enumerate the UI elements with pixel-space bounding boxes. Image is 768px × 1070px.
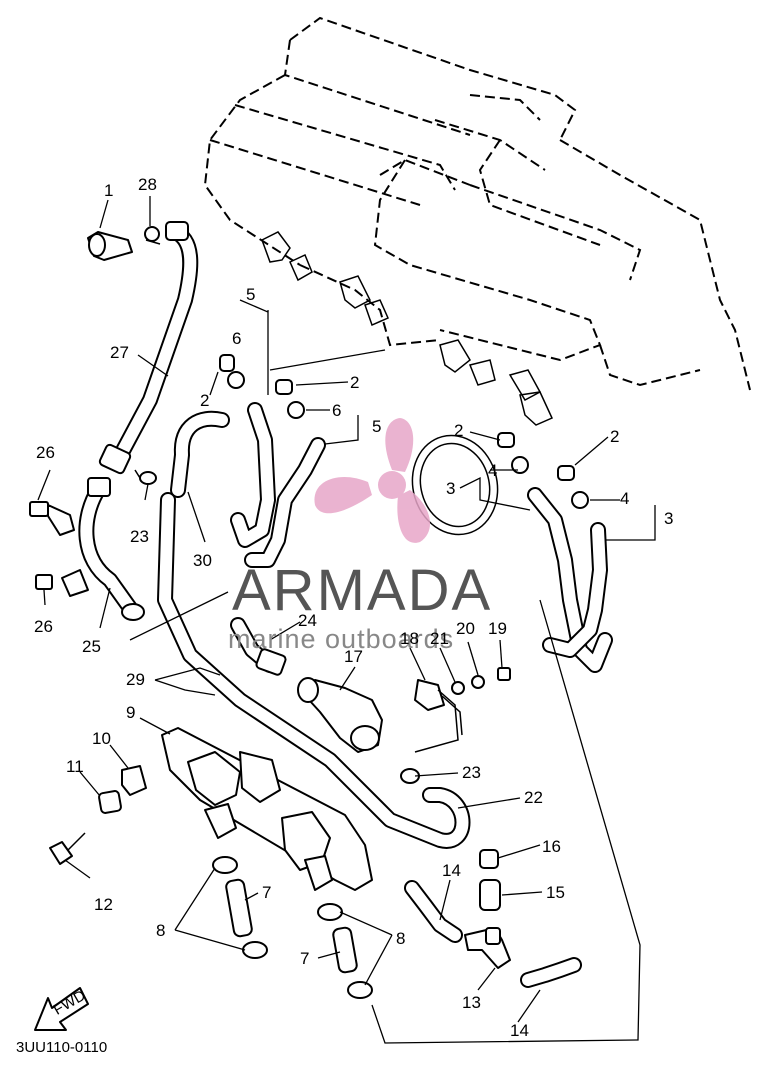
clamp-8-b[interactable] xyxy=(242,941,268,959)
callout-28: 28 xyxy=(138,175,157,194)
bolt-12[interactable] xyxy=(49,832,86,865)
callout-13: 13 xyxy=(462,993,481,1012)
bolt-26-lower[interactable] xyxy=(35,569,89,597)
callout-16: 16 xyxy=(542,837,561,856)
clamp-4-a[interactable] xyxy=(511,456,529,474)
cap-16[interactable] xyxy=(479,849,499,869)
bolt-19[interactable] xyxy=(497,667,511,681)
callout-24: 24 xyxy=(298,611,317,630)
damper-11[interactable] xyxy=(98,790,122,814)
hose-22[interactable] xyxy=(157,492,471,849)
callout-18: 18 xyxy=(400,629,419,648)
callout-29: 29 xyxy=(126,670,145,689)
cap-2-a[interactable] xyxy=(219,354,235,372)
callout-11: 11 xyxy=(66,757,84,776)
air-valve-17[interactable] xyxy=(297,677,383,753)
hose-24[interactable] xyxy=(230,617,287,676)
callout-23b: 23 xyxy=(462,763,481,782)
callout-2b: 2 xyxy=(350,373,359,392)
clip-28[interactable] xyxy=(144,226,161,245)
leader-lines xyxy=(37,196,656,1044)
callout-2d: 2 xyxy=(610,427,619,446)
hose-14-lower[interactable] xyxy=(520,957,582,988)
callout-26b: 26 xyxy=(34,617,53,636)
callout-4a: 4 xyxy=(488,461,497,480)
callout-22: 22 xyxy=(524,788,543,807)
cap-2-c[interactable] xyxy=(497,432,515,448)
callout-25: 25 xyxy=(82,637,101,656)
diagram-code: 3UU110-0110 xyxy=(16,1039,107,1056)
watermark-tagline: marine outboards xyxy=(228,624,454,654)
tee-13[interactable] xyxy=(464,927,511,969)
callout-21: 21 xyxy=(430,629,449,648)
cap-2-b[interactable] xyxy=(275,379,293,395)
pipe-7-lower[interactable] xyxy=(332,926,358,974)
callout-3b: 3 xyxy=(664,509,673,528)
callout-1: 1 xyxy=(104,181,113,200)
clamp-6-b[interactable] xyxy=(287,401,305,419)
clamp-8-d[interactable] xyxy=(347,981,373,999)
callout-6a: 6 xyxy=(232,329,241,348)
callout-17: 17 xyxy=(344,647,363,666)
callout-30: 30 xyxy=(193,551,212,570)
callout-8a: 8 xyxy=(156,921,165,940)
callout-9: 9 xyxy=(126,703,135,722)
washer-20[interactable] xyxy=(471,675,485,689)
callout-19: 19 xyxy=(488,619,507,638)
callout-14a: 14 xyxy=(442,861,461,880)
callout-7b: 7 xyxy=(300,949,309,968)
callout-12: 12 xyxy=(94,895,113,914)
pipe-7-upper[interactable] xyxy=(225,878,253,938)
bracket-18[interactable] xyxy=(414,679,463,753)
callout-5b: 5 xyxy=(372,417,381,436)
callout-15: 15 xyxy=(546,883,565,902)
hose-27[interactable] xyxy=(98,221,199,475)
cap-2-d[interactable] xyxy=(557,465,575,481)
clamp-4-b[interactable] xyxy=(571,491,589,509)
callout-6b: 6 xyxy=(332,401,341,420)
fwd-arrow: FWD xyxy=(34,987,89,1031)
pipe-5-left[interactable] xyxy=(230,402,326,568)
callout-7a: 7 xyxy=(262,883,271,902)
callout-20: 20 xyxy=(456,619,475,638)
clamp-6-a[interactable] xyxy=(227,371,245,389)
grommet-10[interactable] xyxy=(121,765,147,796)
reed-valve-9[interactable] xyxy=(161,727,373,891)
callout-5a: 5 xyxy=(246,285,255,304)
hose-25[interactable] xyxy=(78,477,145,621)
callout-3a: 3 xyxy=(446,479,455,498)
fitting-1[interactable] xyxy=(87,231,133,261)
callout-2a: 2 xyxy=(200,391,209,410)
callout-27: 27 xyxy=(110,343,129,362)
nut-21[interactable] xyxy=(451,681,465,695)
bolt-26-upper[interactable] xyxy=(29,501,75,536)
callout-14b: 14 xyxy=(510,1021,529,1040)
armada-watermark: ARMADA marine outboards xyxy=(228,418,492,654)
callout-8b: 8 xyxy=(396,929,405,948)
clamp-8-c[interactable] xyxy=(317,903,343,921)
engine-block-outline xyxy=(203,16,751,536)
callout-10: 10 xyxy=(92,729,111,748)
callout-numbers: 1 28 27 26 26 25 23 30 5 6 2 2 6 5 2 4 3… xyxy=(34,175,673,1040)
callout-23a: 23 xyxy=(130,527,149,546)
hose-14-upper[interactable] xyxy=(404,880,463,943)
hose-30[interactable] xyxy=(170,410,230,498)
callout-2c: 2 xyxy=(454,421,463,440)
clamp-8-a[interactable] xyxy=(212,856,238,874)
clip-23-upper[interactable] xyxy=(134,469,157,485)
watermark-brand: ARMADA xyxy=(232,558,492,623)
pipe-3-right[interactable] xyxy=(527,487,613,673)
callout-26a: 26 xyxy=(36,443,55,462)
propeller-logo xyxy=(314,418,431,543)
callout-4b: 4 xyxy=(620,489,629,508)
cap-15[interactable] xyxy=(479,879,501,911)
